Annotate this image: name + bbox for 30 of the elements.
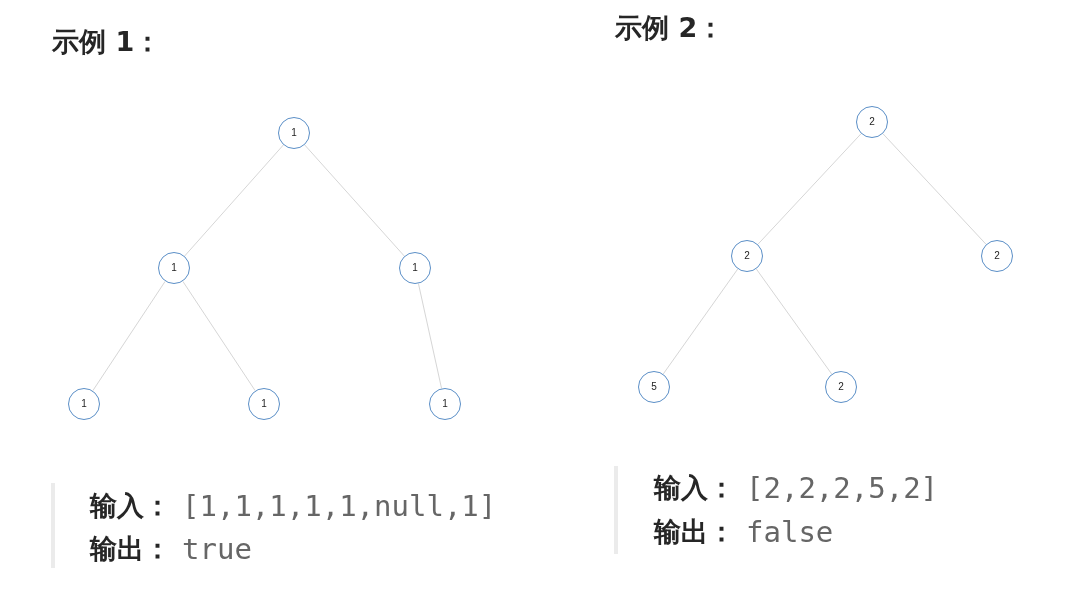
tree-node: 1: [278, 117, 310, 149]
example-heading: 示例 2：: [615, 11, 725, 45]
tree-node: 2: [856, 106, 888, 138]
code-value: [1,1,1,1,1,null,1]: [182, 489, 497, 523]
tree-node: 1: [429, 388, 461, 420]
code-value: [2,2,2,5,2]: [746, 471, 939, 505]
tree-edge: [92, 280, 166, 392]
io-label: 输出：: [90, 532, 171, 566]
tree-edge: [882, 133, 987, 245]
code-value: true: [182, 532, 252, 566]
tree-node: 2: [731, 240, 763, 272]
tree-edge: [662, 268, 739, 375]
tree-node: 1: [158, 252, 190, 284]
tree-node: 2: [981, 240, 1013, 272]
tree-edge: [182, 280, 256, 392]
tree-edge: [755, 268, 833, 375]
tree-node: 2: [825, 371, 857, 403]
tree-edge: [304, 144, 405, 257]
tree-node: 5: [638, 371, 670, 403]
io-label: 输入：: [90, 489, 171, 523]
tree-node: 1: [68, 388, 100, 420]
tree-edge: [184, 144, 284, 257]
code-value: false: [746, 515, 834, 549]
tree-node: 1: [248, 388, 280, 420]
tree-edge: [417, 283, 443, 389]
tree-edge: [757, 133, 862, 245]
io-label: 输入：: [654, 471, 735, 505]
io-label: 输出：: [654, 515, 735, 549]
tree-node: 1: [399, 252, 431, 284]
example-heading: 示例 1：: [52, 25, 162, 59]
